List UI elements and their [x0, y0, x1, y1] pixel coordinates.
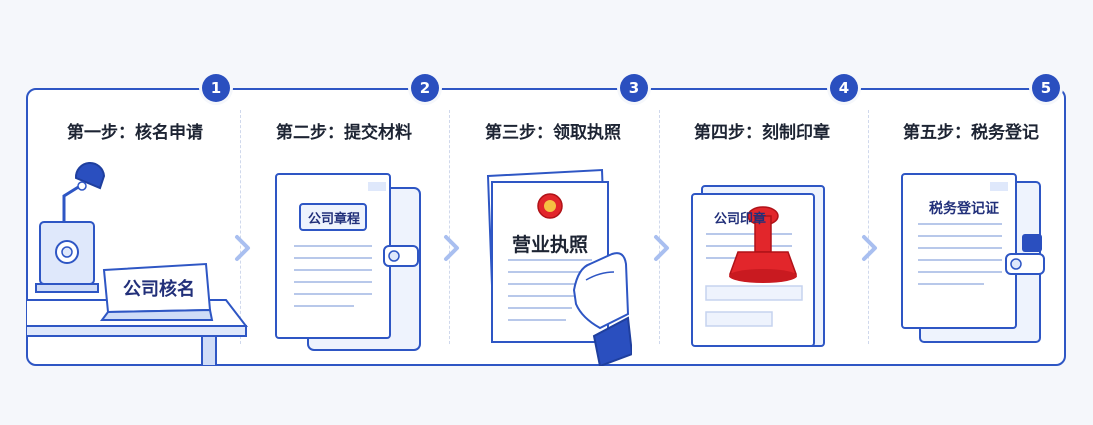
step-1-illustration — [26, 161, 248, 366]
step-divider — [449, 110, 450, 344]
step-5-title: 第五步：税务登记 — [903, 123, 1039, 143]
stamp-document-label: 公司印章 — [714, 212, 767, 227]
tax-certificate-icon — [901, 173, 1045, 343]
stamp-icon — [728, 206, 798, 283]
step-3-title: 第三步：领取执照 — [485, 123, 621, 143]
step-5-badge: 5 — [1032, 74, 1060, 102]
step-divider — [659, 110, 660, 344]
step-4-title: 第四步：刻制印章 — [694, 123, 830, 143]
step-divider — [240, 110, 241, 344]
license-label: 营业执照 — [511, 234, 588, 256]
step-1-title: 第一步：核名申请 — [67, 123, 203, 143]
step-4-badge: 4 — [830, 74, 858, 102]
stamp-document-illustration — [691, 185, 825, 347]
step-2-title: 第二步：提交材料 — [276, 123, 412, 143]
step-divider — [868, 110, 869, 344]
step-2-badge: 2 — [411, 74, 439, 102]
chevron-right-icon — [862, 235, 877, 261]
step-3-badge: 3 — [620, 74, 648, 102]
document-label: 公司章程 — [307, 212, 360, 227]
tax-certificate-label: 税务登记证 — [929, 201, 999, 217]
chevron-right-icon — [654, 235, 669, 261]
name-plate-label: 公司核名 — [123, 279, 195, 300]
chevron-right-icon — [444, 235, 459, 261]
chevron-right-icon — [235, 235, 250, 261]
step-1-badge: 1 — [202, 74, 230, 102]
license-certificate-icon — [486, 168, 632, 366]
document-folder-icon — [275, 173, 421, 351]
